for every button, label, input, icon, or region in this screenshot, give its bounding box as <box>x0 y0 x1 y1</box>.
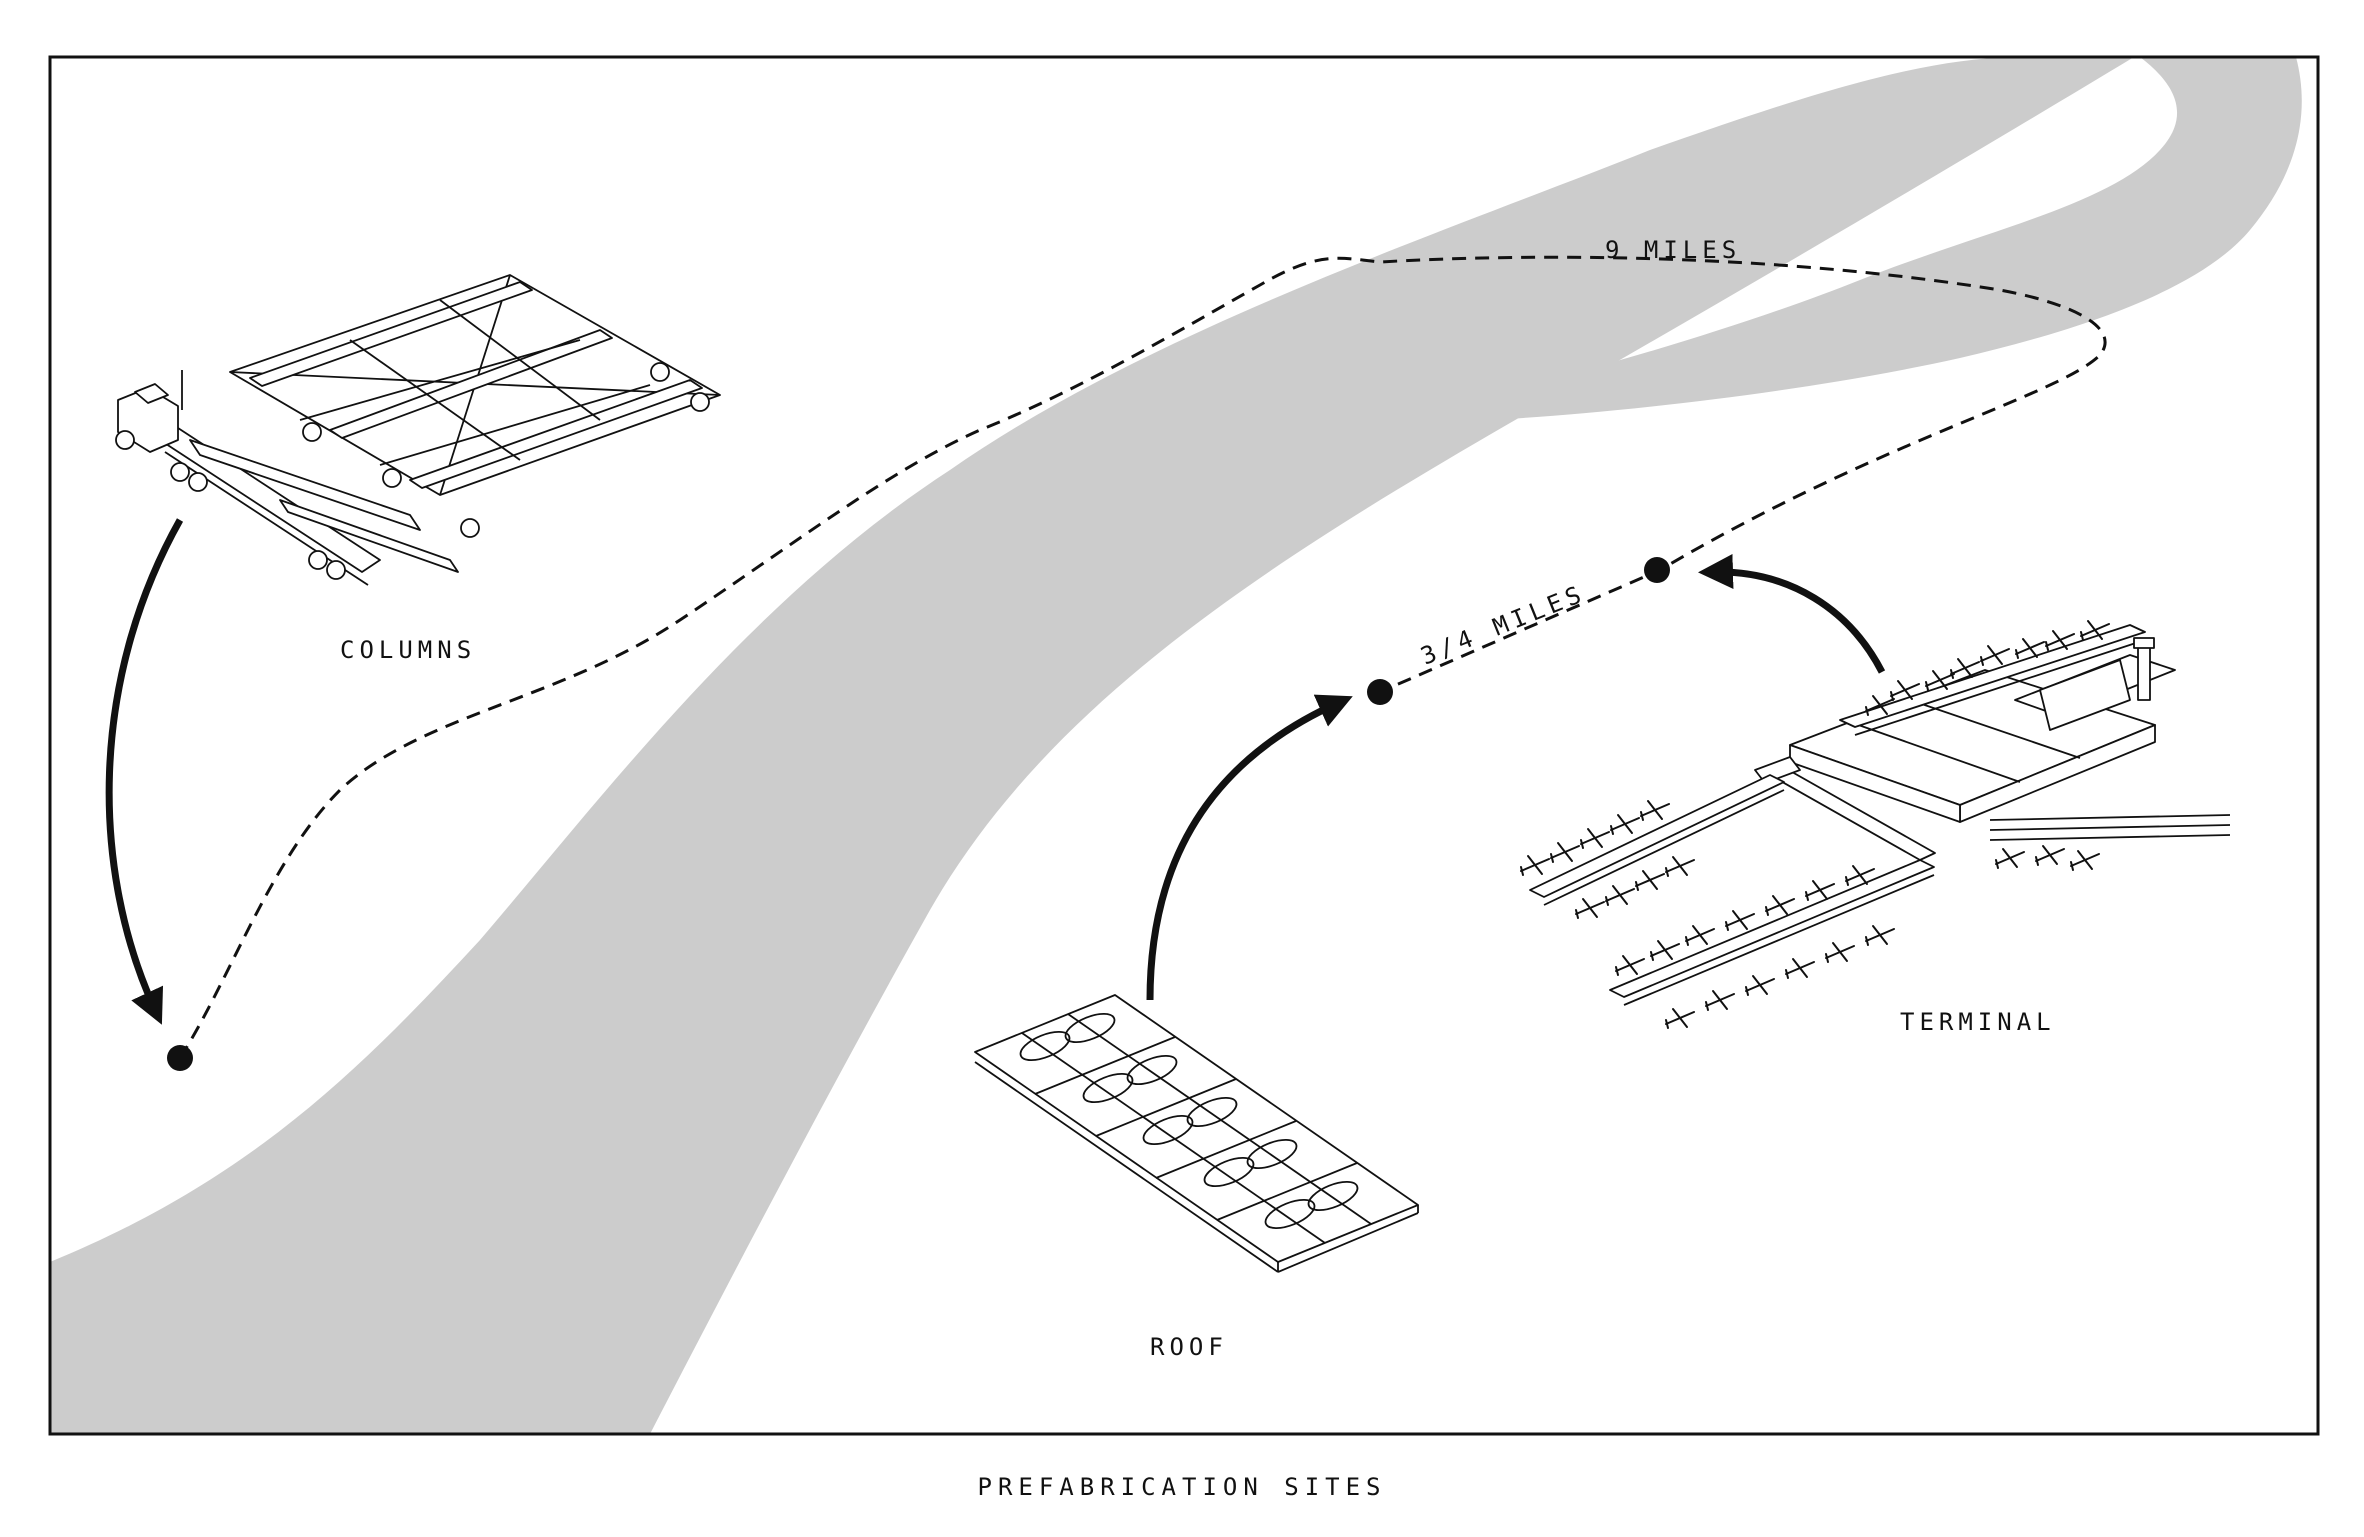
arrow-terminal <box>1698 553 1886 674</box>
route-path <box>178 255 2107 1059</box>
label-distance-long: 9 MILES <box>1605 236 1741 264</box>
label-columns: COLUMNS <box>340 636 476 664</box>
label-roof: ROOF <box>1150 1333 1228 1361</box>
river <box>50 57 2302 1434</box>
route-dot-roof <box>1367 679 1393 705</box>
diagram-caption: PREFABRICATION SITES <box>978 1473 1387 1501</box>
arrow-columns <box>105 518 184 1025</box>
columns-truck-drawing <box>115 274 721 586</box>
label-terminal: TERMINAL <box>1900 1008 2056 1036</box>
label-distance-short: 3/4 MILES <box>1417 579 1590 671</box>
map-frame <box>48 55 2320 1436</box>
terminal-drawing <box>1520 620 2231 1029</box>
route-dot-terminal <box>1644 557 1670 583</box>
route-dot-columns <box>167 1045 193 1071</box>
arrow-roof <box>1146 694 1353 1001</box>
roof-panels-drawing <box>974 994 1419 1273</box>
